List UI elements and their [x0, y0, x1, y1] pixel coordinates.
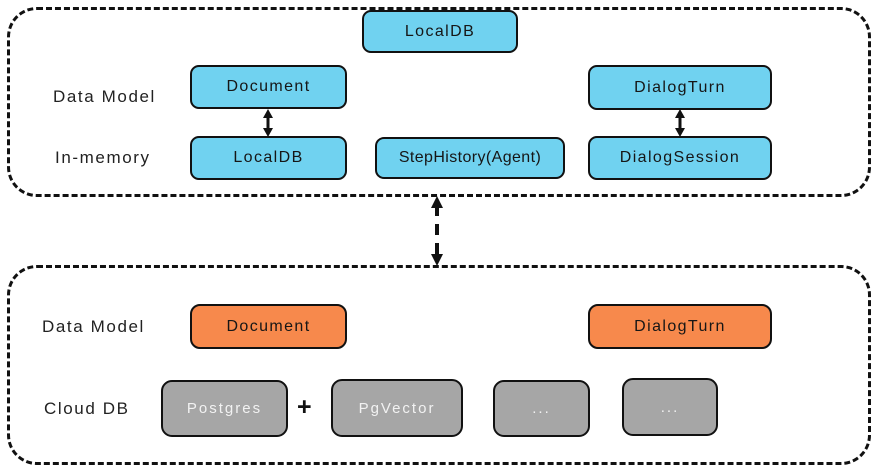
in-memory-panel	[7, 7, 871, 197]
plus-sign: +	[297, 393, 312, 421]
box-dialogturn-memory: DialogTurn	[588, 65, 772, 110]
box-dialogsession: DialogSession	[588, 136, 772, 180]
box-ellipsis-1: ...	[493, 380, 590, 437]
label-in-memory: In-memory	[55, 148, 151, 167]
box-document-cloud: Document	[190, 304, 347, 349]
box-ellipsis-2: ...	[622, 378, 718, 436]
box-localdb-top: LocalDB	[362, 10, 518, 53]
box-dialogturn-cloud: DialogTurn	[588, 304, 772, 349]
label-data-model-memory: Data Model	[53, 87, 156, 106]
box-stephistory: StepHistory(Agent)	[375, 137, 565, 179]
box-document-memory: Document	[190, 65, 347, 109]
cloud-panel	[7, 265, 871, 465]
memory-cloud-sync-arrow-icon	[431, 196, 443, 266]
label-data-model-cloud: Data Model	[42, 317, 145, 336]
box-pgvector: PgVector	[331, 379, 463, 437]
box-localdb-memory: LocalDB	[190, 136, 347, 180]
dialogturn-dialogsession-arrow-icon	[675, 109, 685, 137]
box-postgres: Postgres	[161, 380, 288, 437]
document-localdb-arrow-icon	[263, 109, 273, 137]
label-cloud-db: Cloud DB	[44, 399, 130, 418]
